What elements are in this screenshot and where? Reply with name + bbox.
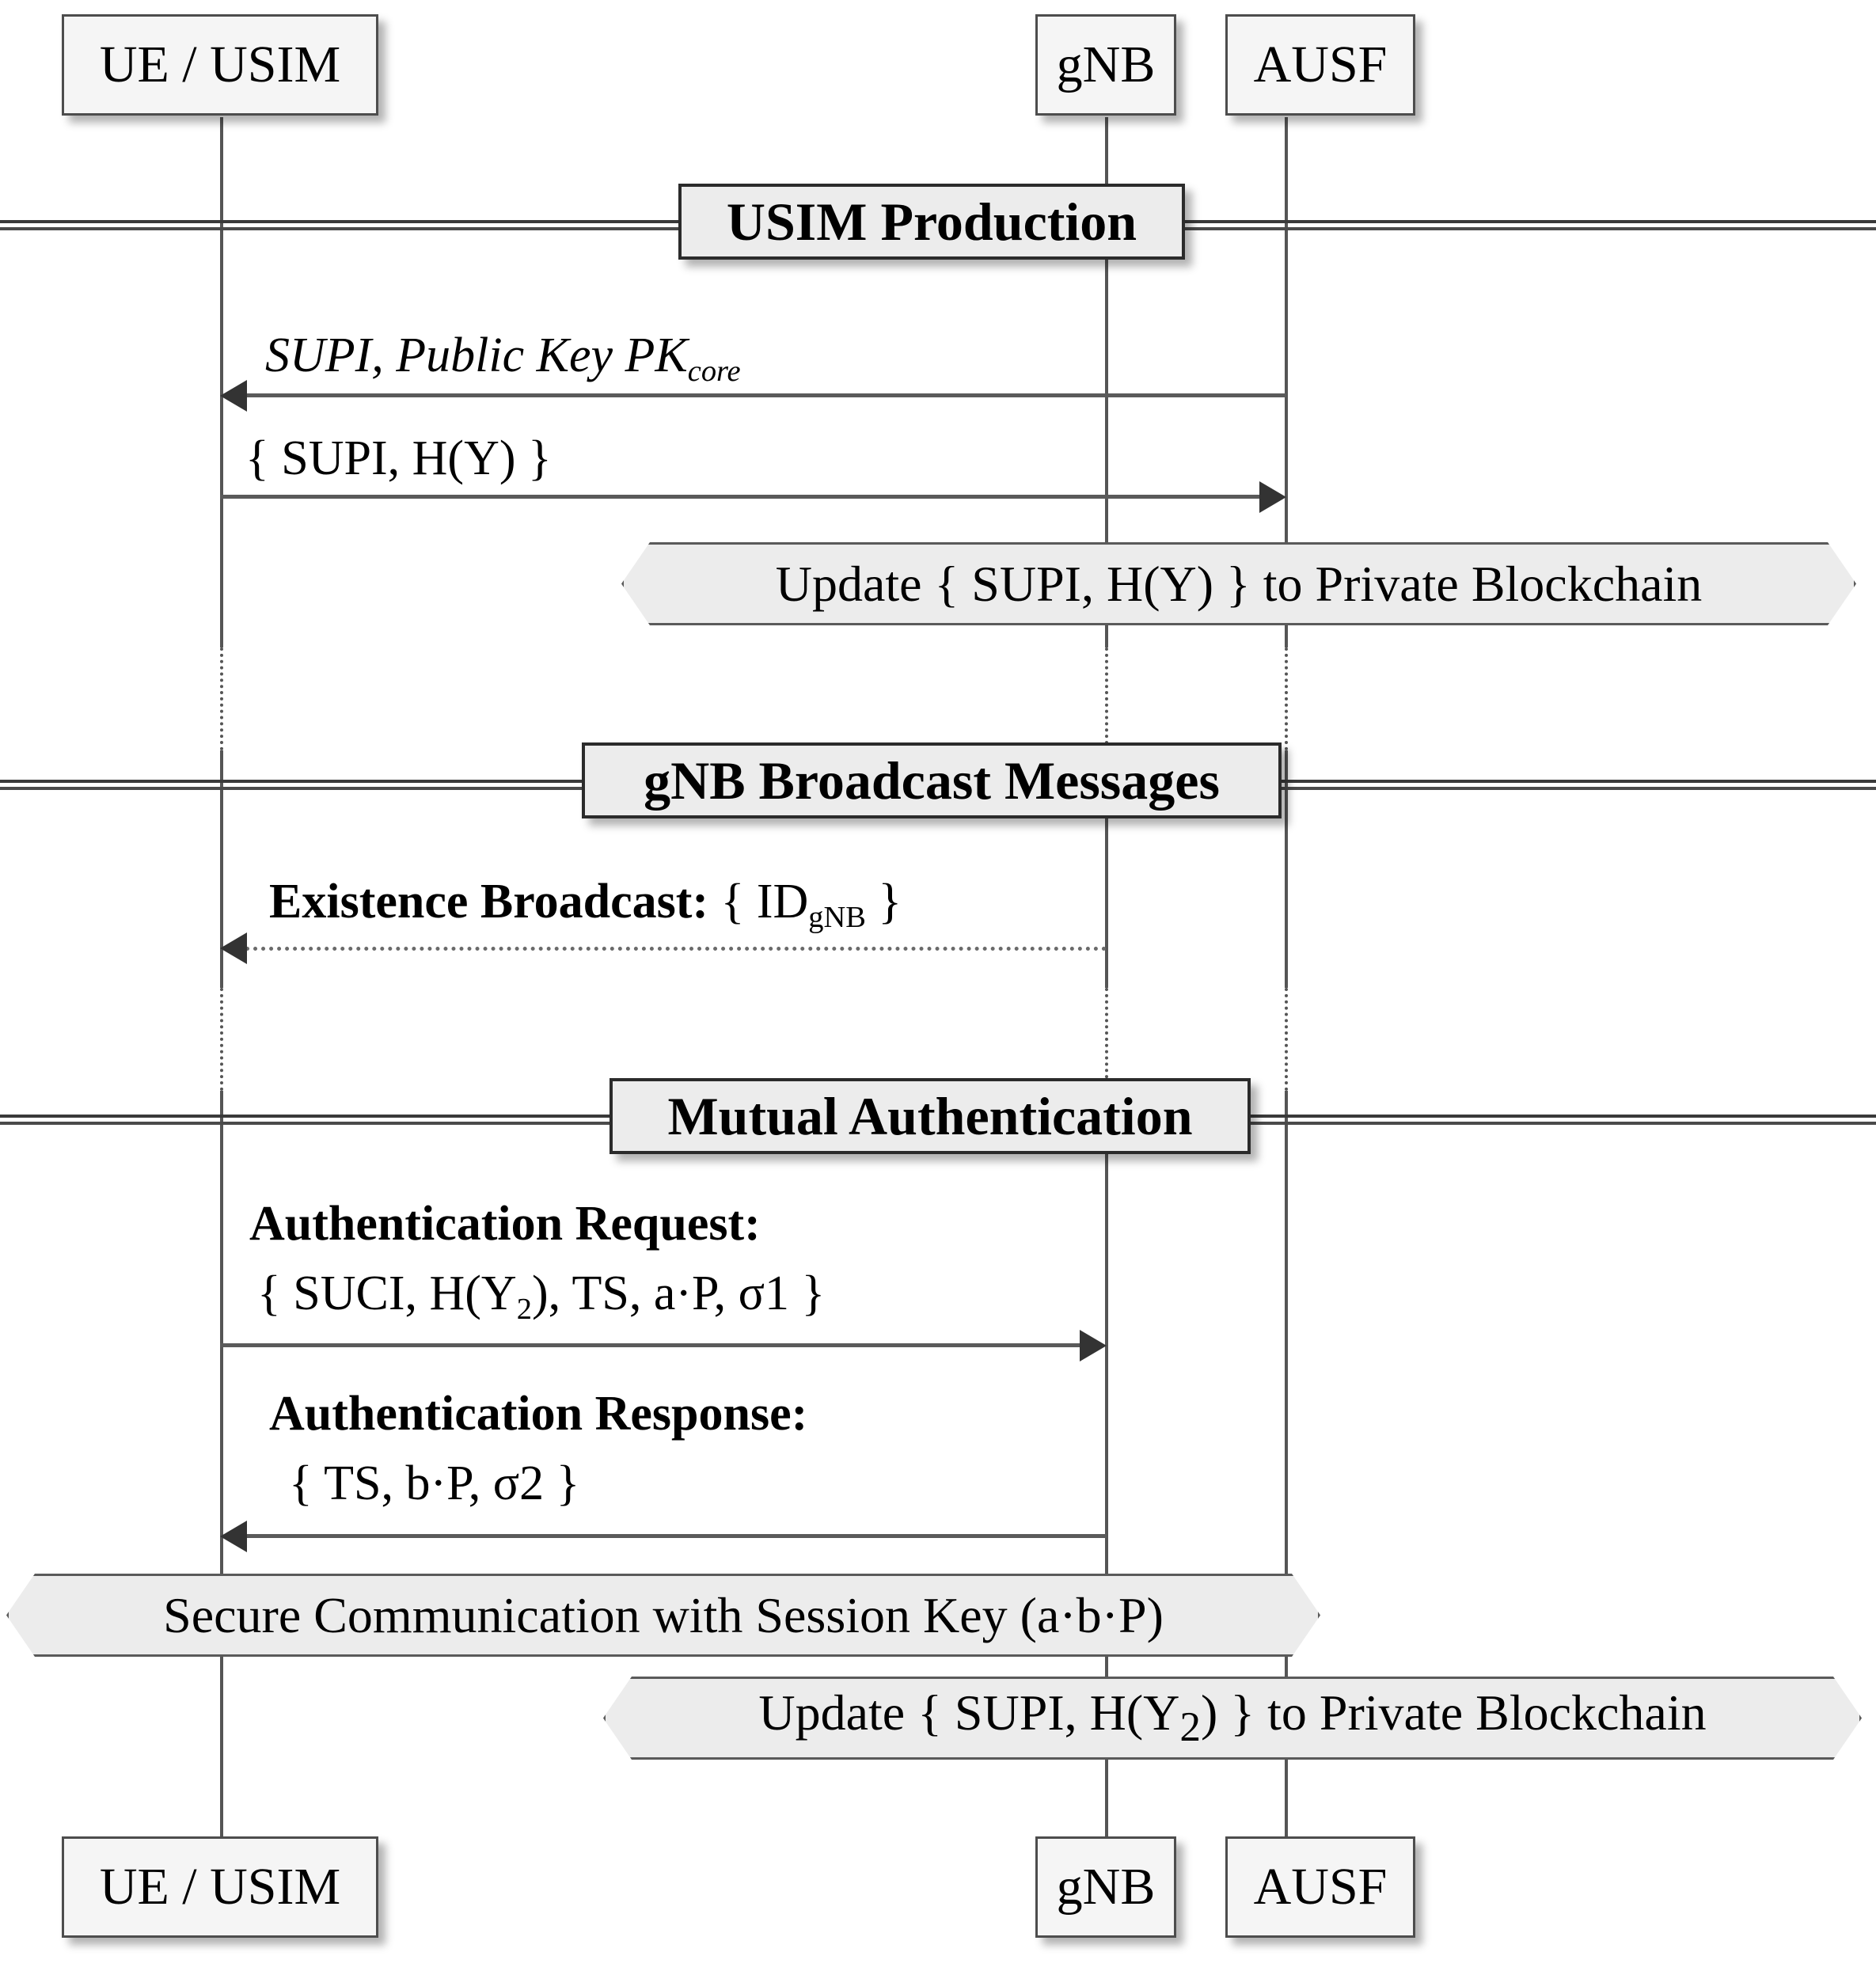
participant-box-gnb-bottom[interactable]: gNB [1035, 1836, 1176, 1938]
note-update-blockchain-2: Update { SUPI, H(Y2) } to Private Blockc… [603, 1677, 1862, 1760]
participant-label-gnb-bottom: gNB [1056, 1858, 1156, 1916]
participant-label-gnb: gNB [1056, 36, 1156, 93]
lifeline-gnb-gap2 [1105, 988, 1108, 1091]
message-arrowhead-supi-hy [1259, 481, 1286, 513]
lifeline-ue-gap2 [220, 988, 223, 1091]
message-line-auth-request [220, 1343, 1081, 1347]
participant-box-gnb-top[interactable]: gNB [1035, 14, 1176, 116]
message-line-supi-pk [237, 393, 1286, 397]
participant-box-ue-bottom[interactable]: UE / USIM [62, 1836, 378, 1938]
participant-label-ue-bottom: UE / USIM [99, 1858, 341, 1916]
message-label-auth-response-line1: Authentication Response: [269, 1387, 808, 1441]
lifeline-gnb-seg1 [1105, 117, 1108, 648]
lifeline-ausf-seg3 [1285, 1091, 1288, 1849]
participant-box-ausf-top[interactable]: AUSF [1225, 14, 1415, 116]
note-label-update-blockchain-2: Update { SUPI, H(Y2) } to Private Blockc… [758, 1684, 1707, 1751]
message-arrowhead-existence-broadcast [220, 932, 247, 964]
message-label-existence-broadcast: Existence Broadcast: { IDgNB } [269, 875, 902, 935]
message-arrowhead-auth-request [1080, 1330, 1107, 1361]
note-update-blockchain-1: Update { SUPI, H(Y) } to Private Blockch… [621, 542, 1856, 625]
message-label-auth-request-line2: { SUCI, H(Y2), TS, a·P, σ1 } [257, 1267, 826, 1327]
lifeline-ausf-gap2 [1285, 988, 1288, 1091]
message-label-supi-pk: SUPI, Public Key PKcore [265, 328, 741, 389]
participant-box-ue-top[interactable]: UE / USIM [62, 14, 378, 116]
participant-label-ausf: AUSF [1253, 36, 1388, 93]
lifeline-gnb-gap1 [1105, 648, 1108, 750]
message-line-supi-hy [220, 495, 1261, 499]
message-label-auth-request-line1: Authentication Request: [249, 1197, 761, 1251]
lifeline-ausf-gap1 [1285, 648, 1288, 750]
note-label-update-blockchain-1: Update { SUPI, H(Y) } to Private Blockch… [775, 555, 1703, 612]
note-label-secure-communication: Secure Communication with Session Key (a… [163, 1586, 1164, 1643]
lifeline-ue-seg3 [220, 1091, 223, 1849]
lifeline-ausf-seg1 [1285, 117, 1288, 648]
participant-label-ue: UE / USIM [99, 36, 341, 93]
participant-label-ausf-bottom: AUSF [1253, 1858, 1388, 1916]
message-line-existence-broadcast [237, 947, 1107, 951]
message-arrowhead-auth-response [220, 1521, 247, 1552]
lifeline-ue-seg2 [220, 750, 223, 988]
message-line-auth-response [237, 1534, 1107, 1538]
section-label-usim-production: USIM Production [726, 192, 1137, 252]
message-arrowhead-supi-pk [220, 380, 247, 412]
message-label-auth-response-line2: { TS, b·P, σ2 } [289, 1456, 580, 1510]
section-label-gnb-broadcast: gNB Broadcast Messages [644, 750, 1220, 811]
section-divider-gnb-broadcast: gNB Broadcast Messages [582, 742, 1282, 818]
lifeline-gnb-seg3 [1105, 1091, 1108, 1849]
section-divider-mutual-auth: Mutual Authentication [610, 1078, 1251, 1154]
lifeline-gnb-seg2 [1105, 750, 1108, 988]
message-label-supi-hy: { SUPI, H(Y) } [245, 431, 552, 485]
section-divider-usim-production: USIM Production [678, 184, 1185, 260]
participant-box-ausf-bottom[interactable]: AUSF [1225, 1836, 1415, 1938]
lifeline-ue-gap1 [220, 648, 223, 750]
note-secure-communication: Secure Communication with Session Key (a… [6, 1574, 1320, 1657]
lifeline-ausf-seg2 [1285, 750, 1288, 988]
section-label-mutual-auth: Mutual Authentication [667, 1086, 1193, 1146]
